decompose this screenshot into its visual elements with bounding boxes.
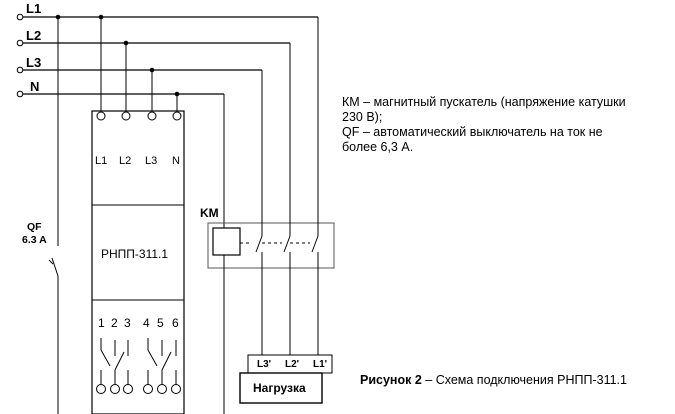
device-term-6: 6 xyxy=(172,316,179,330)
device-term-5: 5 xyxy=(157,316,164,330)
device-term-1: 1 xyxy=(98,316,105,330)
bus-l1-terminal xyxy=(16,13,24,21)
device-term-l1: L1 xyxy=(95,155,107,167)
junction-dots xyxy=(55,14,180,97)
bus-l1-label: L1 xyxy=(26,1,41,16)
caption-number: Рисунок 2 xyxy=(360,373,422,387)
legend-km-line2: 230 В); xyxy=(342,110,383,124)
device-term-n: N xyxy=(172,155,180,167)
km-coil xyxy=(212,227,241,256)
device-model: РНПП-311.1 xyxy=(101,247,168,261)
qf-rating: 6.3 A xyxy=(22,234,47,246)
relay-device: L1 L2 L3 N РНПП-311.1 1 2 3 4 5 6 xyxy=(91,110,185,414)
bus-l2-label: L2 xyxy=(26,28,41,43)
qf-label: QF xyxy=(27,221,42,233)
legend-km-line1: КМ – магнитный пускатель (напряжение кат… xyxy=(342,95,626,109)
load-input-l3: L3' xyxy=(257,359,271,370)
device-term-2: 2 xyxy=(111,316,118,330)
legend-qf-line1: QF – автоматический выключатель на ток н… xyxy=(342,125,603,139)
device-term-l2: L2 xyxy=(119,155,131,167)
device-term-4: 4 xyxy=(143,316,150,330)
load-input-l2: L2' xyxy=(285,359,299,370)
device-feed-wires xyxy=(100,17,178,111)
legend-qf-line2: более 6,3 А. xyxy=(342,140,414,154)
km-label: KM xyxy=(200,206,219,220)
bus-l3-label: L3 xyxy=(26,55,41,70)
figure-caption: Рисунок 2 – Схема подключения РНПП-311.1 xyxy=(360,373,627,388)
bus-n-terminal xyxy=(16,90,24,98)
load-label: Нагрузка xyxy=(253,381,306,395)
device-term-l3: L3 xyxy=(145,155,157,167)
bus-l3-terminal xyxy=(16,66,24,74)
qf-breaker: QF 6.3 A xyxy=(22,17,59,414)
load: L3' L2' L1' Нагрузка xyxy=(239,354,333,404)
bus-l2-terminal xyxy=(16,39,24,47)
device-term-3: 3 xyxy=(124,316,131,330)
bus-n-label: N xyxy=(30,79,39,94)
load-input-l1: L1' xyxy=(313,359,327,370)
km-starter: KM xyxy=(200,17,335,414)
caption-text: – Схема подключения РНПП-311.1 xyxy=(421,373,627,387)
legend: КМ – магнитный пускатель (напряжение кат… xyxy=(342,95,667,155)
bus-lines: L1 L2 L3 N xyxy=(16,1,318,98)
